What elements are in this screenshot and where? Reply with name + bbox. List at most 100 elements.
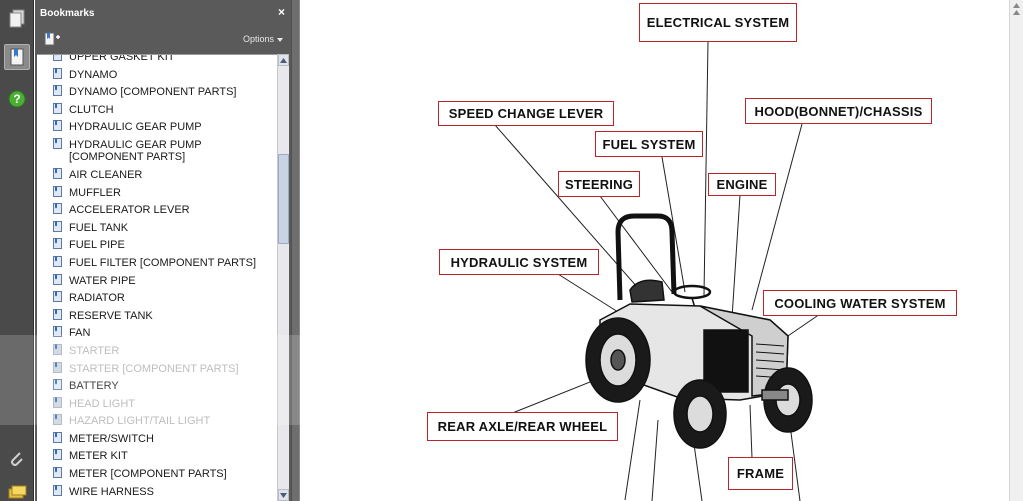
bookmark-item[interactable]: FUEL FILTER [COMPONENT PARTS] [37, 255, 277, 273]
bookmark-item[interactable]: HYDRAULIC GEAR PUMP [37, 119, 277, 137]
bookmark-icon [53, 167, 62, 179]
chevron-down-icon [280, 492, 287, 498]
bookmark-icon [53, 203, 62, 215]
scroll-up-icon [1013, 3, 1020, 15]
label-fuel-system: FUEL SYSTEM [595, 131, 703, 157]
document-page: ELECTRICAL SYSTEM SPEED CHANGE LEVER HOO… [300, 0, 1009, 501]
bookmark-item[interactable]: FUEL PIPE [37, 237, 277, 255]
bookmark-item[interactable]: HEAD LIGHT [37, 396, 277, 414]
bookmark-item[interactable]: MUFFLER [37, 185, 277, 203]
bookmark-icon [53, 431, 62, 443]
bookmark-item[interactable]: DYNAMO [37, 67, 277, 85]
bookmark-icon [53, 396, 62, 408]
label-cooling-water-system: COOLING WATER SYSTEM [763, 290, 957, 316]
svg-text:?: ? [13, 92, 20, 106]
label-speed-change-lever: SPEED CHANGE LEVER [438, 101, 614, 126]
options-menu-button[interactable]: Options [243, 34, 283, 44]
bookmark-item[interactable]: AIR CLEANER [37, 167, 277, 185]
panel-title: Bookmarks [40, 8, 95, 19]
attachments-icon[interactable] [4, 446, 30, 472]
bookmark-label: METER/SWITCH [69, 432, 154, 445]
bookmark-item[interactable]: DYNAMO [COMPONENT PARTS] [37, 84, 277, 102]
bookmark-item[interactable]: METER/SWITCH [37, 431, 277, 449]
bookmark-label: CLUTCH [69, 103, 114, 116]
bookmark-icon [53, 326, 62, 338]
chevron-down-icon [277, 37, 283, 42]
bookmark-label: HEAD LIGHT [69, 397, 136, 410]
leader-lines [494, 40, 821, 501]
bookmark-label: UPPER GASKET KIT [69, 54, 175, 63]
bookmark-icon [53, 361, 62, 373]
bookmark-label: DYNAMO [69, 68, 118, 81]
document-scrollbar[interactable] [1009, 0, 1023, 501]
bookmark-item[interactable]: METER KIT [37, 448, 277, 466]
bookmark-label: BATTERY [69, 380, 119, 393]
bookmark-item[interactable]: STARTER [COMPONENT PARTS] [37, 361, 277, 379]
bookmark-item[interactable]: CLUTCH [37, 102, 277, 120]
help-icon[interactable]: ? [4, 86, 30, 112]
label-electrical-system: ELECTRICAL SYSTEM [639, 3, 797, 42]
bookmark-icon [53, 414, 62, 426]
close-icon[interactable]: × [277, 5, 285, 19]
bookmark-item[interactable]: FUEL TANK [37, 220, 277, 238]
bookmark-icon [53, 255, 62, 267]
bookmark-tree: UPPER GASKET KIT DYNAMO DYNAMO [COMPONENT … [37, 54, 277, 501]
bookmark-label: DYNAMO [COMPONENT PARTS] [69, 86, 237, 99]
bookmark-icon [53, 449, 62, 461]
bookmark-icon [53, 291, 62, 303]
bookmark-item[interactable]: RESERVE TANK [37, 308, 277, 326]
label-hood-bonnet-chassis: HOOD(BONNET)/CHASSIS [745, 98, 932, 124]
label-hydraulic-system: HYDRAULIC SYSTEM [439, 249, 599, 275]
scroll-up-button[interactable] [278, 54, 289, 66]
bookmark-item[interactable]: RADIATOR [37, 290, 277, 308]
bookmark-icon [53, 484, 62, 496]
bookmark-item[interactable]: FAN [37, 325, 277, 343]
bookmark-icon [53, 238, 62, 250]
bookmark-label: FUEL PIPE [69, 239, 125, 252]
bookmark-label: HYDRAULIC GEAR PUMP [COMPONENT PARTS] [69, 138, 202, 163]
options-label: Options [242, 34, 274, 44]
navigation-toolbar: ? [0, 0, 34, 501]
scroll-down-button[interactable] [278, 489, 289, 501]
bookmark-item[interactable]: ACCELERATOR LEVER [37, 202, 277, 220]
label-rear-axle-rear-wheel: REAR AXLE/REAR WHEEL [427, 412, 618, 441]
scroll-thumb[interactable] [278, 154, 289, 244]
bookmark-label: HAZARD LIGHT/TAIL LIGHT [69, 415, 211, 428]
label-engine: ENGINE [708, 173, 776, 196]
bookmark-icon [53, 102, 62, 114]
bookmark-icon [53, 85, 62, 97]
tractor-illustration [585, 213, 813, 449]
bookmark-label: FUEL TANK [69, 221, 129, 234]
label-steering: STEERING [558, 171, 640, 197]
bookmark-label: FAN [69, 327, 91, 340]
bookmark-label: RADIATOR [69, 292, 125, 305]
new-bookmark-icon[interactable] [43, 32, 61, 46]
bookmark-label: METER KIT [69, 450, 128, 463]
bookmark-label: ACCELERATOR LEVER [69, 204, 190, 217]
bookmark-item[interactable]: BATTERY [37, 378, 277, 396]
bookmark-icon [53, 220, 62, 232]
bookmark-item[interactable]: METER [COMPONENT PARTS] [37, 466, 277, 484]
bookmark-item[interactable]: HYDRAULIC GEAR PUMP [COMPONENT PARTS] [37, 137, 277, 167]
bookmark-scrollbar[interactable] [277, 54, 289, 501]
bookmark-label: AIR CLEANER [69, 168, 143, 181]
bookmark-icon [53, 120, 62, 132]
watermark-overlay [0, 335, 300, 425]
bookmark-item[interactable]: STARTER [37, 343, 277, 361]
bookmark-label: STARTER [69, 344, 120, 357]
bookmark-item[interactable]: UPPER GASKET KIT [37, 54, 277, 67]
pages-icon[interactable] [4, 6, 30, 32]
bookmark-icon [53, 379, 62, 391]
bookmark-item[interactable]: WIRE HARNESS [37, 484, 277, 501]
panel-splitter[interactable] [291, 0, 300, 501]
bookmark-label: STARTER [COMPONENT PARTS] [69, 362, 239, 375]
bookmarks-panel: Bookmarks × Options UPPER GASKET KIT DYNA… [35, 0, 291, 501]
bookmark-item[interactable]: WATER PIPE [37, 273, 277, 291]
bookmark-icon [53, 308, 62, 320]
layers-icon[interactable] [4, 478, 30, 501]
bookmarks-icon[interactable] [4, 44, 30, 70]
bookmark-icon [53, 343, 62, 355]
bookmark-icon [53, 67, 62, 79]
bookmark-icon [53, 55, 62, 61]
bookmark-item[interactable]: HAZARD LIGHT/TAIL LIGHT [37, 413, 277, 431]
